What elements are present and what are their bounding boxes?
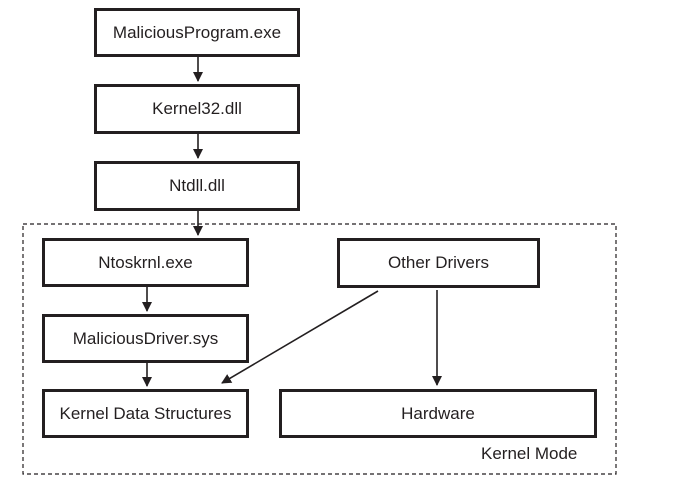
node-ntdll-label: Ntdll.dll [169, 176, 225, 195]
arrow-other-drivers-to-kernel-data [221, 290, 379, 384]
node-hardware-label: Hardware [401, 403, 475, 423]
node-ntdll: Ntdll.dll [94, 161, 300, 211]
node-malicious-driver: MaliciousDriver.sys [42, 314, 249, 363]
node-malicious-driver-label: MaliciousDriver.sys [72, 328, 219, 348]
node-ntoskrnl: Ntoskrnl.exe [42, 238, 249, 287]
kernel-mode-label: Kernel Mode [481, 444, 578, 463]
node-malicious-program: MaliciousProgram.exe [94, 8, 300, 57]
node-kernel32: Kernel32.dll [94, 84, 300, 134]
node-kernel32-label: Kernel32.dll [152, 99, 242, 118]
node-other-drivers-label: Other Drivers [387, 253, 490, 272]
node-kernel-data-structures-label: Kernel Data Structures [59, 403, 232, 423]
node-malicious-program-label: MaliciousProgram.exe [112, 22, 282, 42]
node-hardware: Hardware [279, 389, 597, 438]
kernel-mode-region [22, 223, 617, 475]
node-ntoskrnl-label: Ntoskrnl.exe [98, 252, 193, 272]
node-kernel-data-structures: Kernel Data Structures [42, 389, 249, 438]
node-other-drivers: Other Drivers [337, 238, 540, 288]
